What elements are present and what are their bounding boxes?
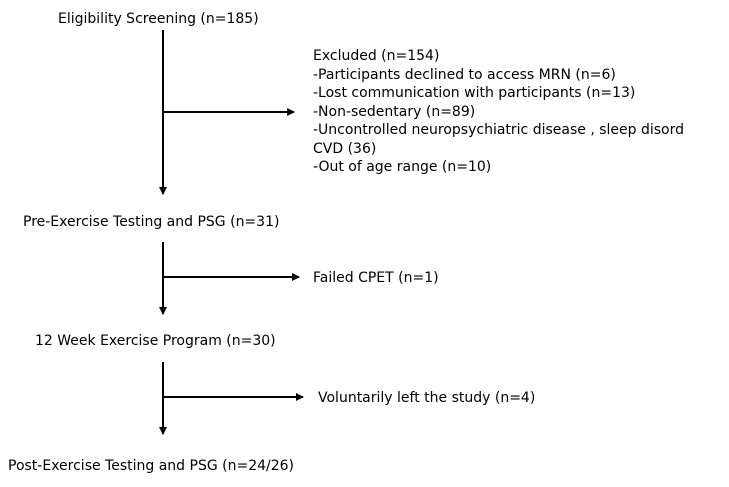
excluded-item: CVD (36) (313, 140, 377, 157)
excluded-item: -Out of age range (n=10) (313, 159, 492, 175)
excluded-item: -Non-sedentary (n=89) (313, 103, 476, 120)
failed-cpet-label: Failed CPET (n=1) (313, 270, 439, 286)
excluded-title: Excluded (n=154) (313, 48, 440, 64)
eligibility-screening-label: Eligibility Screening (n=185) (58, 11, 259, 27)
exercise-program-label: 12 Week Exercise Program (n=30) (35, 333, 276, 349)
post-exercise-testing-label: Post-Exercise Testing and PSG (n=24/26) (8, 458, 295, 474)
excluded-item: -Uncontrolled neuropsychiatric disease ,… (313, 122, 684, 138)
excluded-box: Excluded (n=154) -Participants declined … (313, 47, 684, 177)
excluded-item: -Lost communication with participants (n… (313, 85, 636, 101)
pre-exercise-testing-label: Pre-Exercise Testing and PSG (n=31) (23, 214, 280, 230)
left-study-label: Voluntarily left the study (n=4) (318, 390, 536, 406)
excluded-item: -Participants declined to access MRN (n=… (313, 66, 616, 83)
